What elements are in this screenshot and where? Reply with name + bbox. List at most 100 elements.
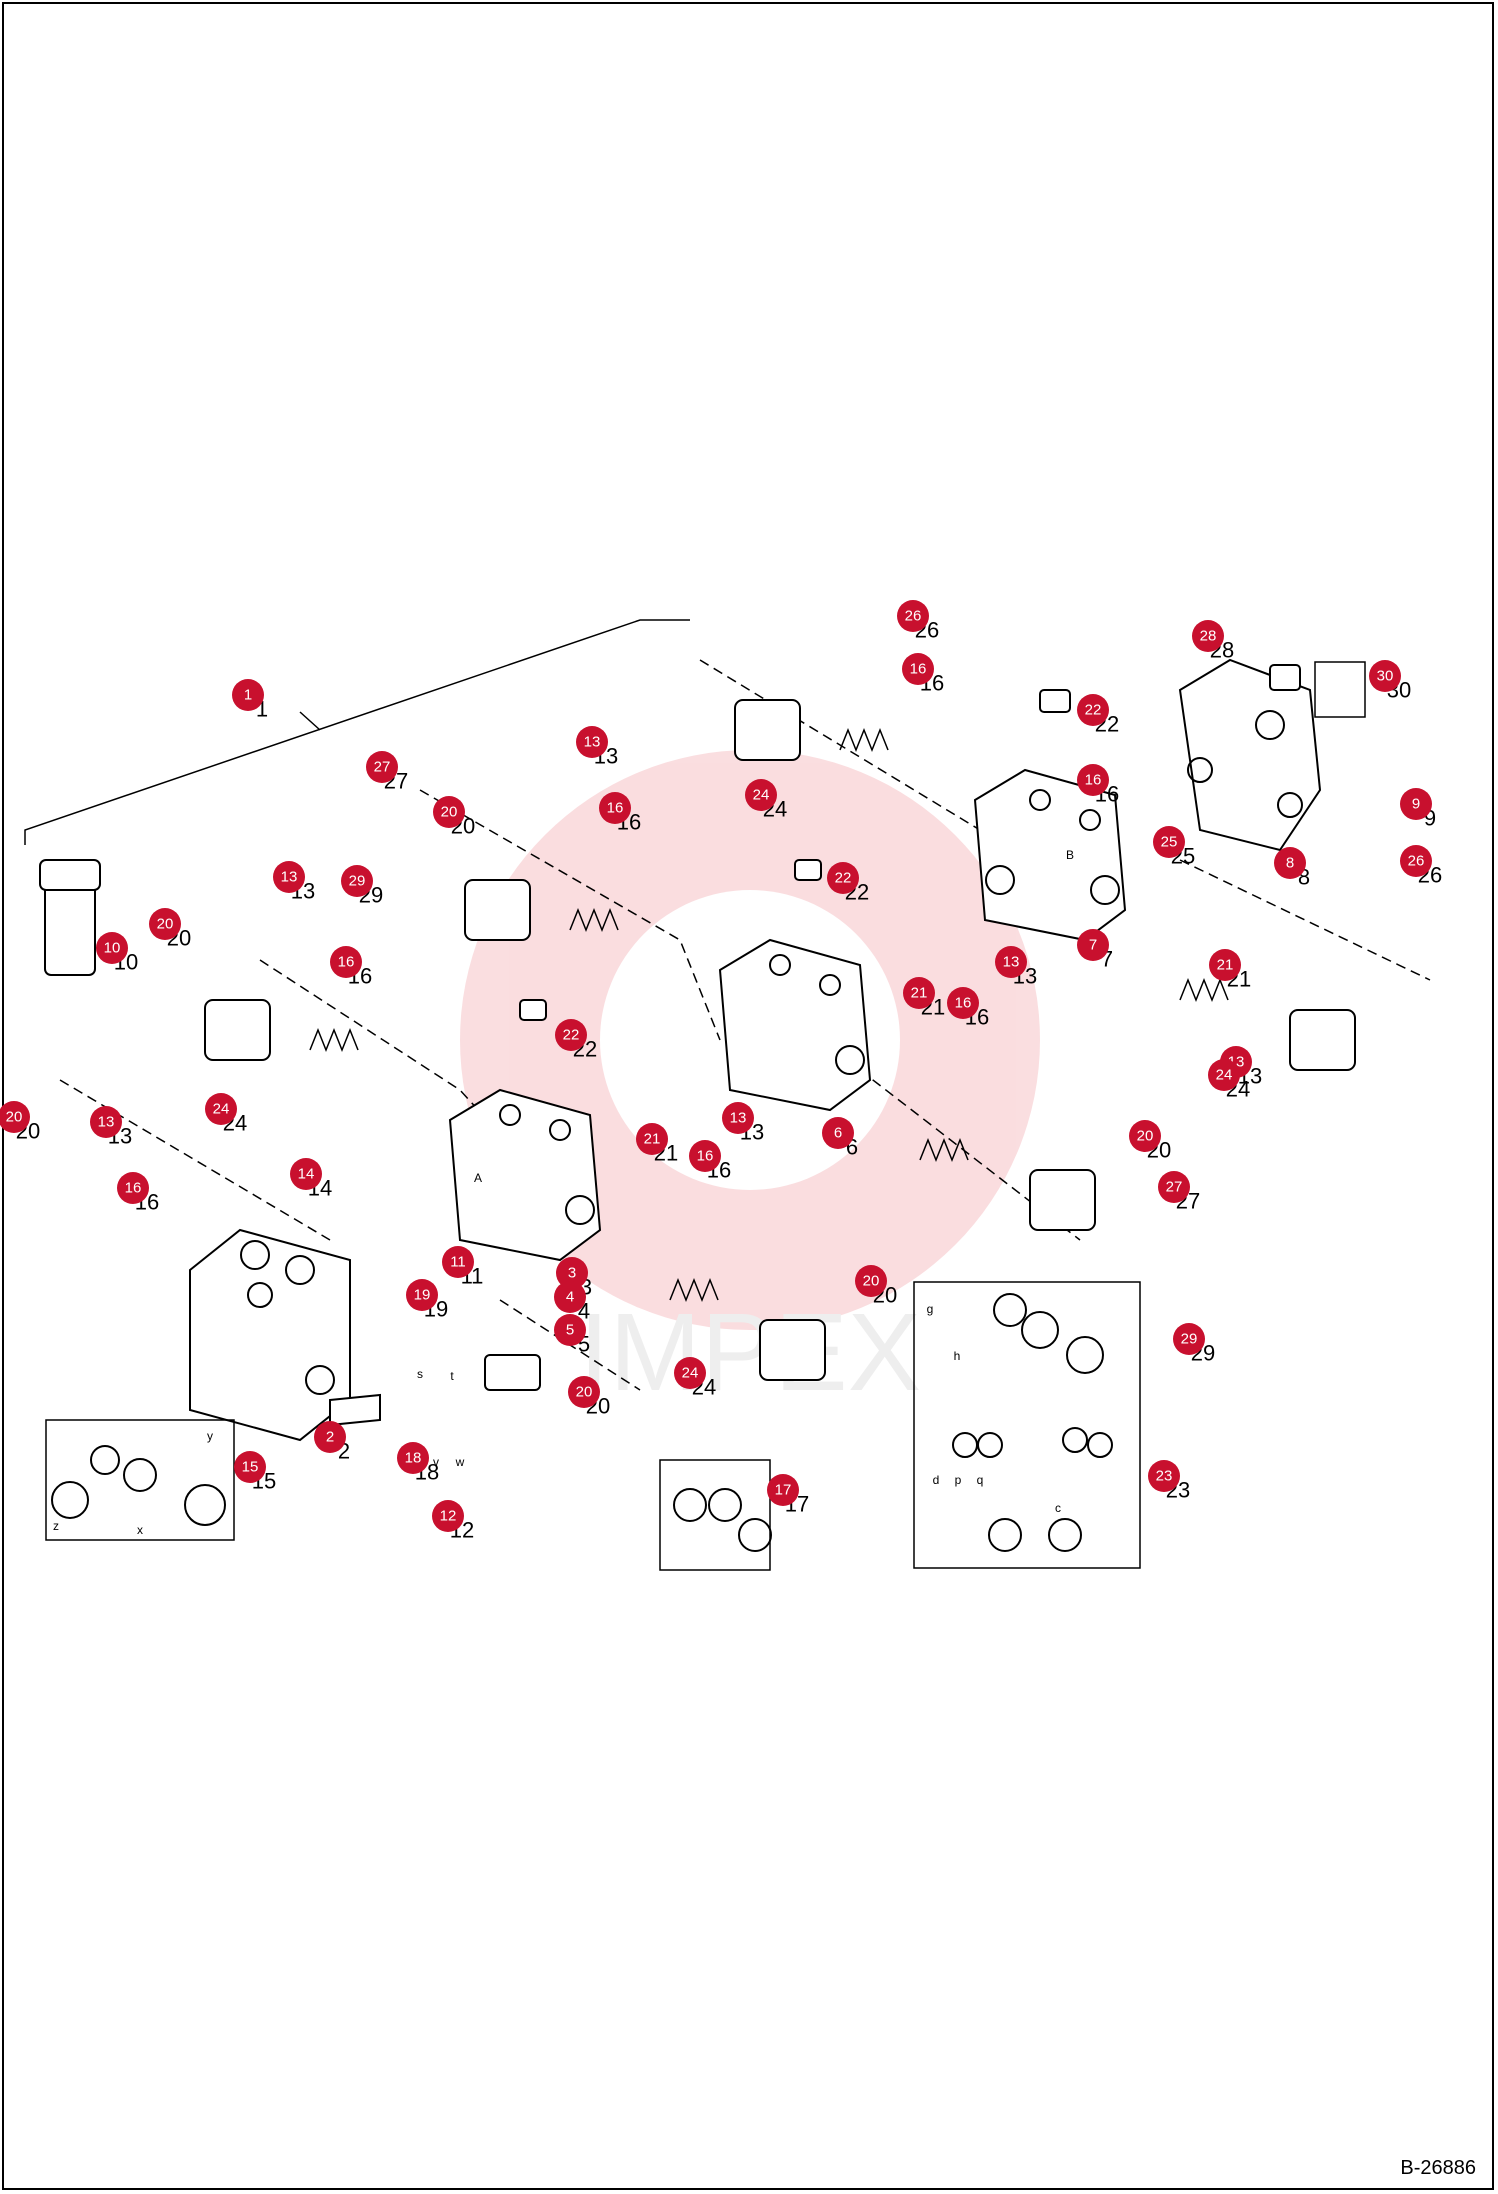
callout-27[interactable]: 27: [366, 751, 398, 783]
callout-number: 27: [374, 759, 391, 776]
callout-marker: [902, 653, 934, 685]
callout-28[interactable]: 28: [1192, 620, 1224, 652]
callout-marker: [397, 1442, 429, 1474]
callout-10[interactable]: 10: [96, 932, 128, 964]
callout-16[interactable]: 16: [117, 1172, 149, 1204]
callout-marker: [234, 1451, 266, 1483]
callout-2[interactable]: 2: [314, 1421, 346, 1453]
callout-17[interactable]: 17: [767, 1474, 799, 1506]
callout-13[interactable]: 13: [722, 1102, 754, 1134]
callout-11[interactable]: 11: [442, 1246, 474, 1278]
callout-25[interactable]: 25: [1153, 826, 1185, 858]
callout-15[interactable]: 15: [234, 1451, 266, 1483]
callout-number: 16: [125, 1180, 142, 1197]
callout-22[interactable]: 22: [555, 1019, 587, 1051]
callout-23[interactable]: 23: [1148, 1460, 1180, 1492]
callout-marker: [341, 865, 373, 897]
callout-marker: [947, 987, 979, 1019]
callout-20[interactable]: 20: [1129, 1120, 1161, 1152]
callout-14[interactable]: 14: [290, 1158, 322, 1190]
callout-20[interactable]: 20: [149, 908, 181, 940]
seal-letter-x: x: [137, 1523, 143, 1537]
callout-13[interactable]: 13: [995, 946, 1027, 978]
callout-marker: [290, 1158, 322, 1190]
callout-20[interactable]: 20: [0, 1101, 30, 1133]
callout-30[interactable]: 30: [1369, 660, 1401, 692]
callout-13[interactable]: 13: [576, 726, 608, 758]
callout-20[interactable]: 20: [568, 1376, 600, 1408]
callout-6[interactable]: 6: [822, 1117, 854, 1149]
callout-16[interactable]: 16: [947, 987, 979, 1019]
callout-19[interactable]: 19: [406, 1279, 438, 1311]
callout-24[interactable]: 24: [745, 779, 777, 811]
callout-18[interactable]: 18: [397, 1442, 429, 1474]
callout-marker: [745, 779, 777, 811]
callout-number: 20: [6, 1109, 23, 1126]
callout-number: 15: [242, 1459, 259, 1476]
callout-number: 20: [576, 1384, 593, 1401]
callout-marker: [556, 1257, 588, 1289]
callout-24[interactable]: 24: [205, 1093, 237, 1125]
callout-number: 20: [863, 1273, 880, 1290]
spool-assemblies: [39, 664, 1356, 1391]
callout-number: 29: [1181, 1331, 1198, 1348]
callout-number: 13: [730, 1110, 747, 1127]
callout-21[interactable]: 21: [636, 1123, 668, 1155]
callout-22[interactable]: 22: [827, 862, 859, 894]
callout-marker: [1077, 764, 1109, 796]
callout-13[interactable]: 13: [90, 1106, 122, 1138]
callout-number: 11: [450, 1254, 466, 1271]
callout-5[interactable]: 5: [554, 1314, 586, 1346]
callout-number: 13: [281, 869, 298, 886]
callout-marker: [432, 1500, 464, 1532]
callout-marker: [689, 1140, 721, 1172]
callout-marker: [554, 1314, 586, 1346]
callout-number: 21: [644, 1131, 661, 1148]
callout-number: 16: [910, 661, 927, 678]
callout-number: 22: [563, 1027, 580, 1044]
callout-marker: [117, 1172, 149, 1204]
callout-16[interactable]: 16: [599, 792, 631, 824]
callout-13[interactable]: 13: [273, 861, 305, 893]
callout-16[interactable]: 16: [902, 653, 934, 685]
callout-20[interactable]: 20: [855, 1265, 887, 1297]
callout-12[interactable]: 12: [432, 1500, 464, 1532]
callout-number: 8: [1286, 855, 1294, 872]
callout-22[interactable]: 22: [1077, 694, 1109, 726]
callout-26[interactable]: 26: [897, 600, 929, 632]
callout-29[interactable]: 29: [1173, 1323, 1205, 1355]
callout-21[interactable]: 21: [1209, 949, 1241, 981]
callout-29[interactable]: 29: [341, 865, 373, 897]
callout-8[interactable]: 8: [1274, 847, 1306, 879]
seal-letter-t: t: [450, 1369, 454, 1383]
callout-marker: [1192, 620, 1224, 652]
callout-marker: [636, 1123, 668, 1155]
callout-16[interactable]: 16: [330, 946, 362, 978]
callout-4[interactable]: 4: [554, 1281, 586, 1313]
callout-marker: [1208, 1059, 1240, 1091]
callout-16[interactable]: 16: [689, 1140, 721, 1172]
callout-24[interactable]: 24: [1208, 1059, 1240, 1091]
callout-20[interactable]: 20: [433, 796, 465, 828]
callout-marker: [554, 1281, 586, 1313]
callout-number: 24: [1216, 1067, 1233, 1084]
callout-27[interactable]: 27: [1158, 1171, 1190, 1203]
callout-21[interactable]: 21: [903, 977, 935, 1009]
callout-number: 22: [835, 870, 852, 887]
callout-marker: [822, 1117, 854, 1149]
callout-26[interactable]: 26: [1400, 845, 1432, 877]
seal-letter-v: v: [433, 1455, 439, 1469]
callout-9[interactable]: 9: [1400, 788, 1432, 820]
callout-number: 29: [349, 873, 366, 890]
callout-marker: [442, 1246, 474, 1278]
callout-number: 26: [905, 608, 922, 625]
seal-letter-p: p: [955, 1473, 962, 1487]
callout-1[interactable]: 1: [232, 679, 264, 711]
callout-3[interactable]: 3: [556, 1257, 588, 1289]
callout-24[interactable]: 24: [674, 1357, 706, 1389]
callout-16[interactable]: 16: [1077, 764, 1109, 796]
callout-7[interactable]: 7: [1077, 929, 1109, 961]
callout-number: 23: [1156, 1468, 1173, 1485]
